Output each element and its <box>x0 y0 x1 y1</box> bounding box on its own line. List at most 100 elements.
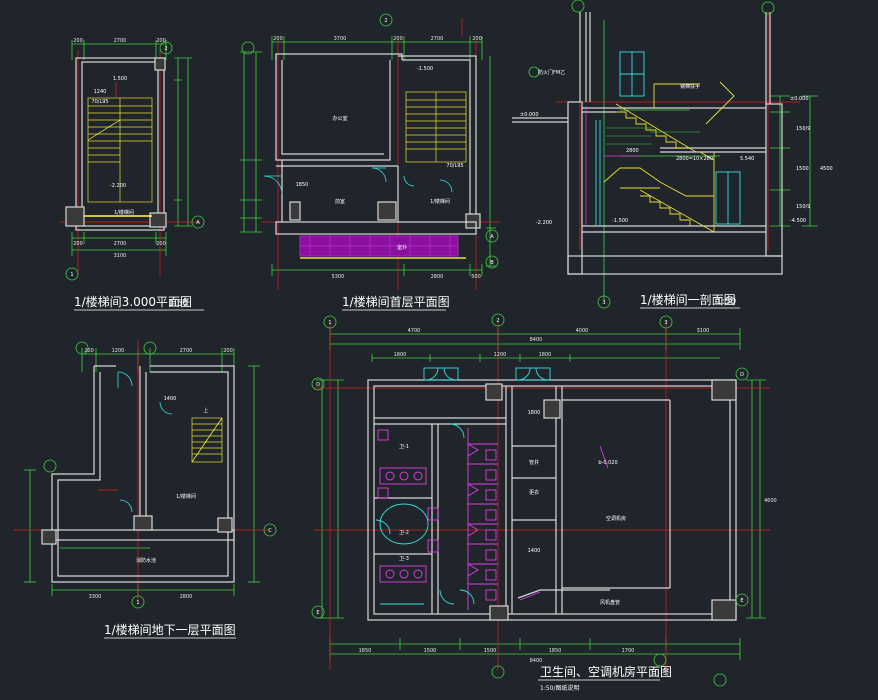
rail-label: 70/L95 <box>91 99 108 105</box>
dim-text: 2700 <box>431 36 444 42</box>
axis-tag: D <box>740 372 744 378</box>
axis-tag: 2 <box>164 46 167 52</box>
view-restroom-ahu-plan: 1 2 3 D E D E 4700 4000 3100 8400 1800 1… <box>311 313 777 692</box>
axis-tag: 1 <box>70 272 73 278</box>
dim-text: 200 <box>472 36 482 42</box>
axis-tag: 1 <box>328 320 331 326</box>
axis-tag: 1 <box>136 600 139 606</box>
dim-text: 1700 <box>622 648 635 654</box>
dim-text: 8400 <box>530 337 543 343</box>
dim-text: 1800 <box>394 352 407 358</box>
dim-text: 200 <box>393 36 403 42</box>
dim-text: 500 <box>471 274 481 280</box>
room-label: 1/楼梯间 <box>430 198 450 205</box>
view-stair-ground-plan: 2 A B 200 3700 200 2700 200 5300 2800 50… <box>240 13 500 309</box>
dim-text: 1500 <box>796 166 809 172</box>
dim-text: 1500 <box>424 648 437 654</box>
view-title: 1/楼梯间首层平面图 <box>342 294 450 309</box>
view-scale: 1:50 <box>168 299 188 309</box>
view-stair-section: 3 ±0.000 ±0.000 -2.200 -1.500 -4.500 150… <box>512 0 833 309</box>
dim-text: 8400 <box>530 658 543 664</box>
axis-tag: 2 <box>384 18 387 24</box>
room-label: 更衣 <box>529 489 539 496</box>
dim-text: 200 <box>84 348 94 354</box>
dim-text: 1850 <box>549 648 562 654</box>
dim-text: 3700 <box>334 36 347 42</box>
note-text: 2800 <box>626 148 639 154</box>
dim-text: 4700 <box>408 328 421 334</box>
axis-tag: A <box>490 234 494 240</box>
dim-text: 200 <box>156 241 166 247</box>
room-label: 卫-3 <box>399 556 409 562</box>
room-label: 办公室 <box>332 115 347 122</box>
axis-tag: C <box>268 528 272 534</box>
view-stair-basement-plan: 1 C 200 1200 2700 200 3300 2800 1/楼梯间 消防… <box>14 340 277 637</box>
room-label: 卫-2 <box>399 530 409 536</box>
dim-text: 5300 <box>332 274 345 280</box>
room-label: 1/楼梯间 <box>114 209 134 216</box>
note-text: 5.540 <box>740 156 754 162</box>
dim-text: 1850 <box>359 648 372 654</box>
view-subtitle: 1:50/图纸说明 <box>540 684 580 692</box>
dim-text: 1500 <box>484 648 497 654</box>
level-label: ±0.000 <box>520 112 539 118</box>
level-label: -2.200 <box>110 183 126 189</box>
dim-text: 150/9 <box>796 204 810 210</box>
dim-text: 200 <box>223 348 233 354</box>
equip-label: 风机盘管 <box>600 599 620 606</box>
stair-direction: 上 <box>203 407 208 414</box>
view-title: 1/楼梯间地下一层平面图 <box>104 622 236 637</box>
dim-text: 4600 <box>764 498 777 504</box>
room-label: 消防水池 <box>136 557 156 564</box>
view-title: 卫生间、空调机房平面图 <box>540 664 672 679</box>
dim-text: 2800 <box>180 594 193 600</box>
dim-text: 2800 <box>431 274 444 280</box>
dim-label: 1240 <box>94 89 107 95</box>
view-stair-3000-plan: 1 2 A 200 2700 200 200 2700 200 3100 1.5… <box>60 38 205 309</box>
note-text: 钢梯扶手 <box>680 83 700 90</box>
rail-label: 70/L95 <box>446 163 463 169</box>
axis-tag: B <box>490 260 494 266</box>
room-label: 管井 <box>529 459 539 466</box>
dim-label: 1800 <box>528 410 541 416</box>
dim-text: 4500 <box>820 166 833 172</box>
axis-tag: E <box>316 610 319 616</box>
axis-tag: 2 <box>496 318 499 324</box>
level-label: -2.200 <box>536 220 552 226</box>
axis-tag: D <box>316 382 320 388</box>
dim-text: 3100 <box>697 328 710 334</box>
dim-text: 3300 <box>89 594 102 600</box>
view-title: 1/楼梯间一剖面图 <box>640 292 736 307</box>
dim-text: 200 <box>273 36 283 42</box>
room-label: 卫-1 <box>399 444 409 450</box>
dim-text: 2700 <box>114 241 127 247</box>
axis-tag: 3 <box>664 320 667 326</box>
room-label: 1/楼梯间 <box>176 493 196 500</box>
level-label: ±0.000 <box>790 96 809 102</box>
view-scale: 1:50 <box>716 297 736 307</box>
dim-text: 200 <box>73 38 83 44</box>
dim-text: 1200 <box>112 348 125 354</box>
dim-text: 200 <box>156 38 166 44</box>
axis-tag: 3 <box>602 300 605 306</box>
dim-text: 4000 <box>576 328 589 334</box>
dim-text: 3100 <box>114 253 127 259</box>
level-label: -1.500 <box>612 218 628 224</box>
note-text: 2800=10×280 <box>676 156 713 162</box>
level-label: -4.500 <box>790 218 806 224</box>
dim-label: 1400 <box>164 396 177 402</box>
dim-text: 200 <box>73 241 83 247</box>
dim-text: 2700 <box>114 38 127 44</box>
dim-text: 2700 <box>180 348 193 354</box>
room-label: 空调机房 <box>606 515 626 522</box>
level-label: b-0.020 <box>598 460 617 466</box>
dim-label: 1400 <box>528 548 541 554</box>
dim-text: 1200 <box>494 352 507 358</box>
level-label: 1.500 <box>113 76 127 82</box>
view-title: 1/楼梯间3.000平面图 <box>74 294 192 309</box>
room-label: 前室 <box>335 198 345 205</box>
axis-tag: E <box>740 598 743 604</box>
note-text: 防火门FM乙 <box>538 69 565 76</box>
